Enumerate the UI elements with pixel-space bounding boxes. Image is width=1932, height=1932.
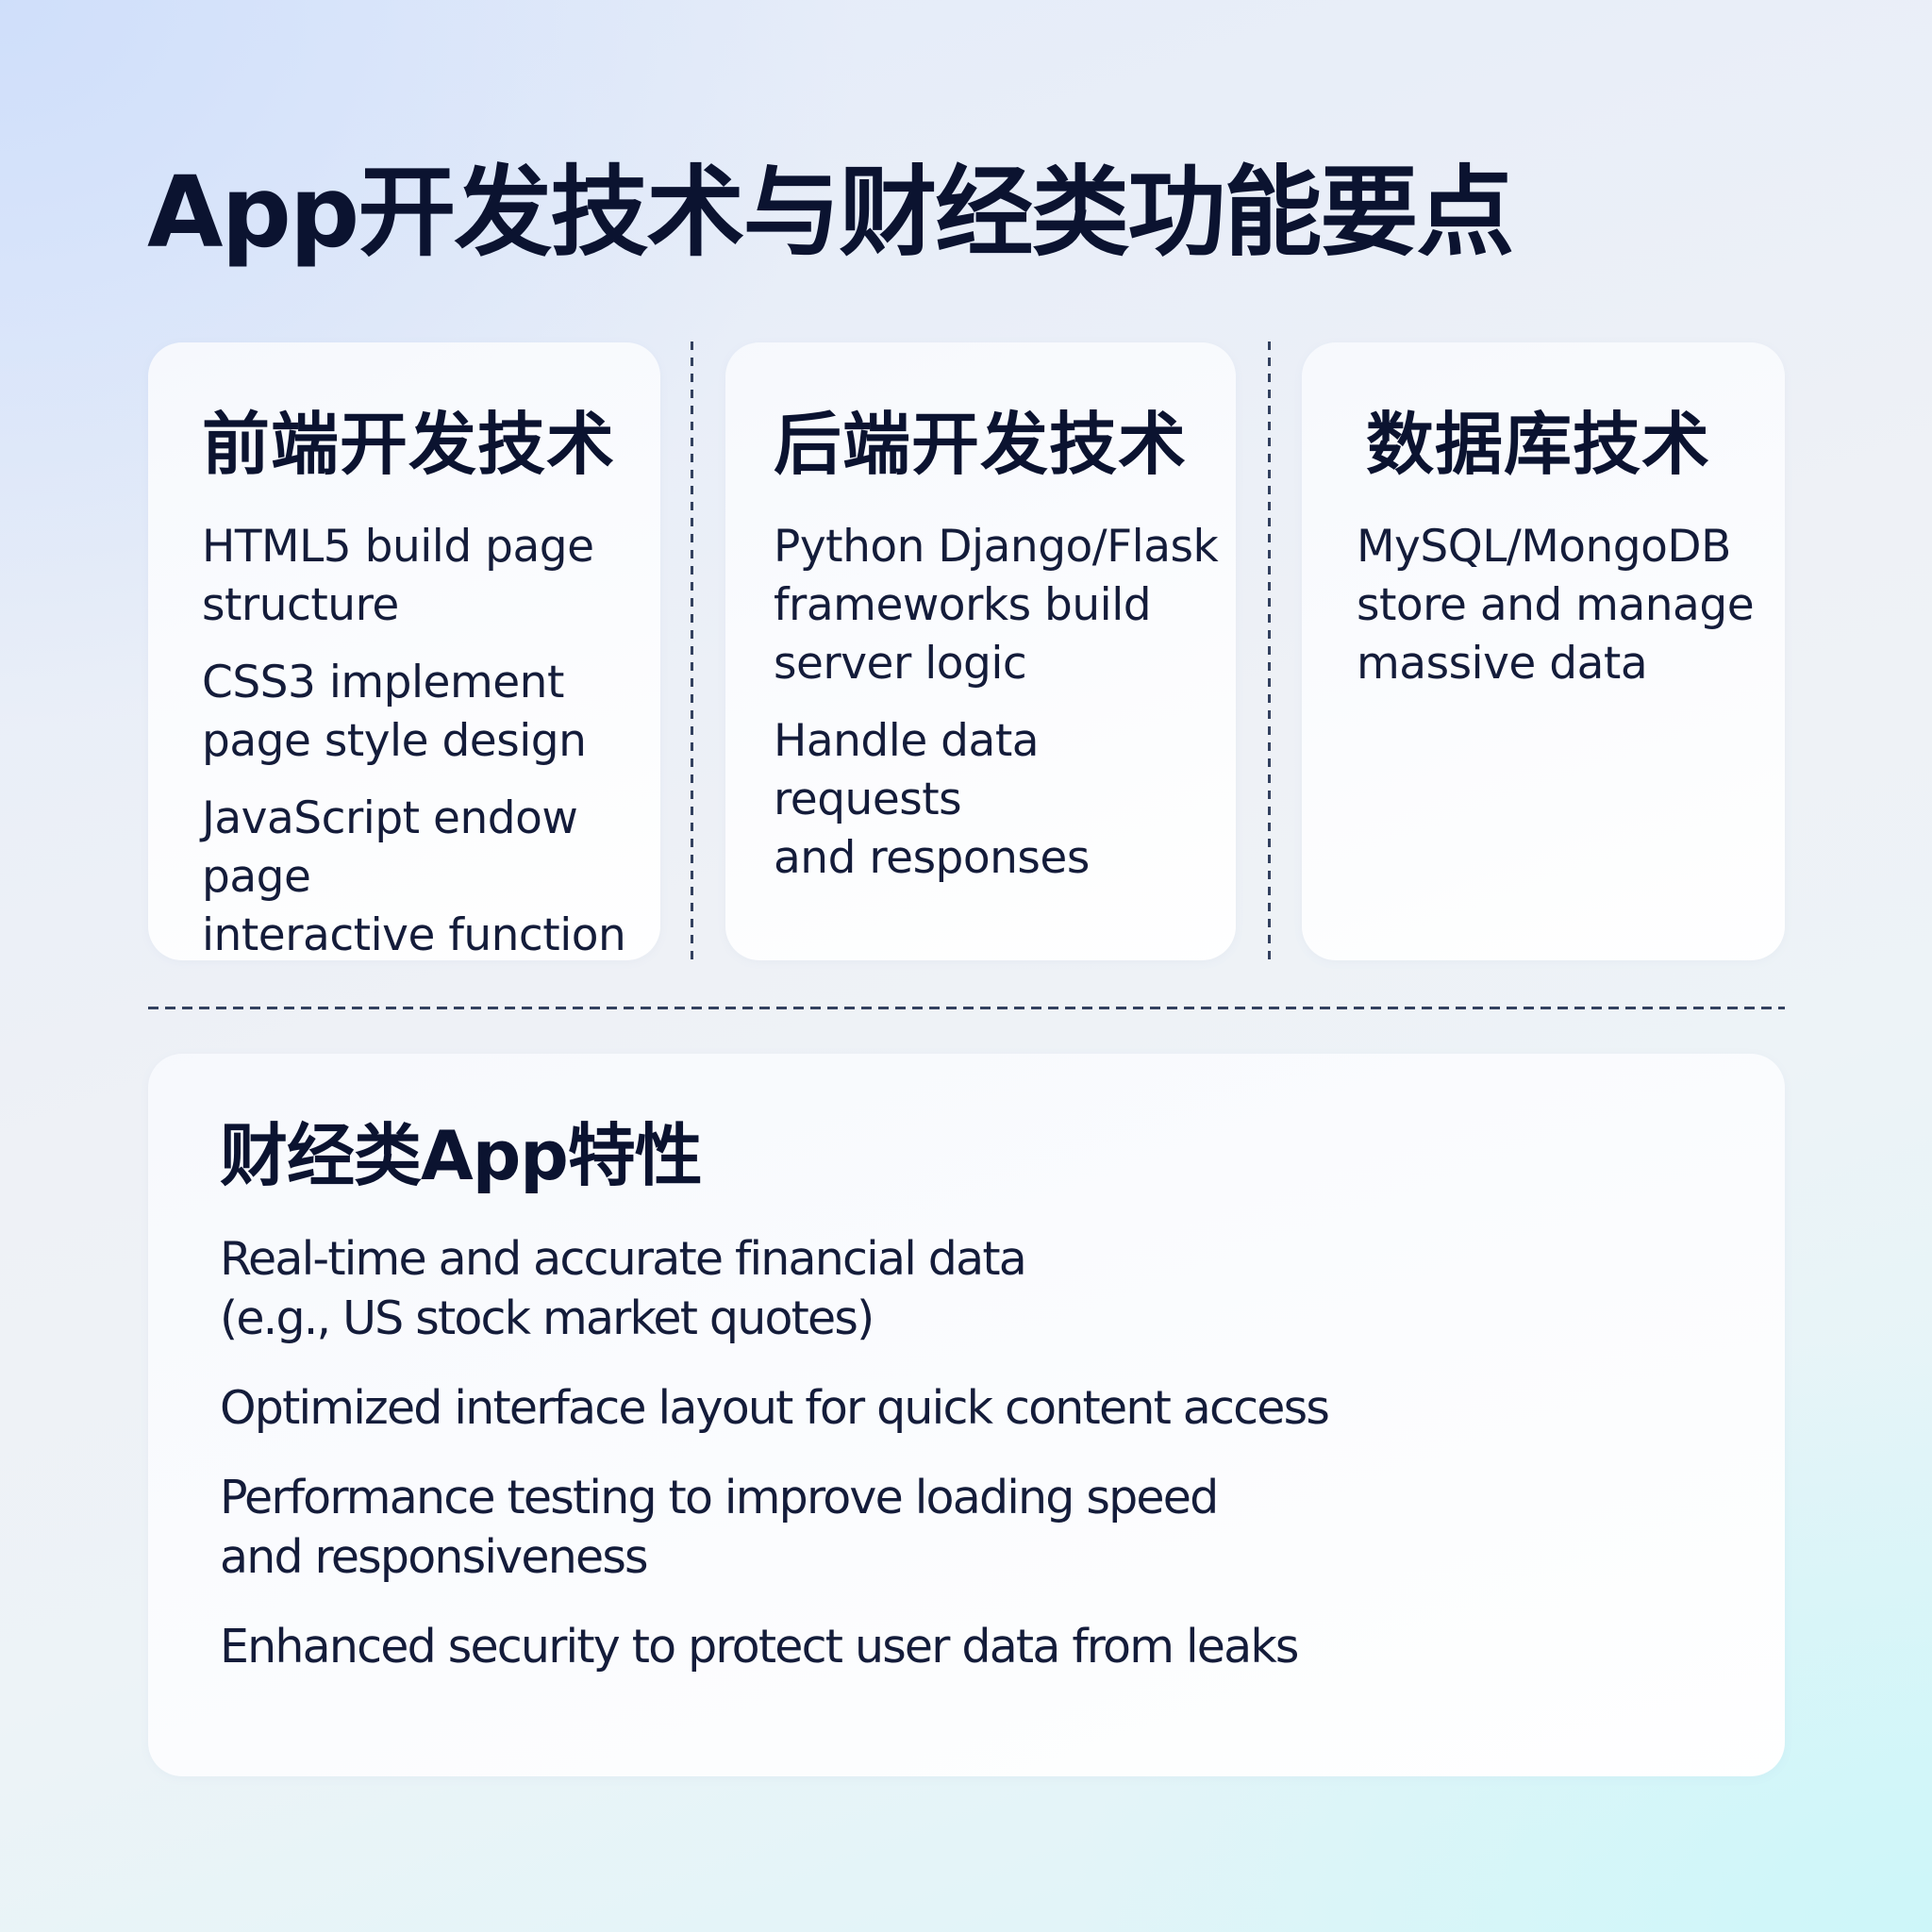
list-item: Real-time and accurate financial data (e… [220,1232,1027,1345]
list-item: Handle data requests and responses [774,715,1090,884]
list-item: CSS3 implement page style design [202,657,587,767]
vertical-dashed-divider [691,341,693,962]
list-item: Python Django/Flask frameworks build ser… [774,521,1219,690]
card-heading: 后端开发技术 [774,405,1188,484]
card-heading: 财经类App特性 [220,1116,703,1195]
card-backend-tech: 后端开发技术 Python Django/Flask frameworks bu… [725,342,1236,960]
vertical-dashed-divider [1268,341,1271,962]
card-heading: 数据库技术 [1366,405,1711,484]
list-item: JavaScript endow page interactive functi… [202,792,626,961]
horizontal-dashed-divider [148,1007,1785,1009]
card-frontend-tech: 前端开发技术 HTML5 build page structure CSS3 i… [148,342,660,961]
list-item: Enhanced security to protect user data f… [220,1620,1299,1674]
list-item: HTML5 build page structure [202,521,594,631]
card-database-tech: 数据库技术 MySQL/MongoDB store and manage mas… [1302,342,1785,960]
list-item: Performance testing to improve loading s… [220,1471,1219,1584]
item-list: MySQL/MongoDB store and manage massive d… [1357,518,1772,712]
list-item: Optimized interface layout for quick con… [220,1381,1330,1435]
item-list: Python Django/Flask frameworks build ser… [774,518,1236,907]
page-title: App开发技术与财经类功能要点 [147,155,1514,270]
card-heading: 前端开发技术 [202,405,616,484]
card-finance-app-features: 财经类App特性 Real-time and accurate financia… [148,1054,1785,1776]
list-item: MySQL/MongoDB store and manage massive d… [1357,521,1755,690]
item-list: HTML5 build page structure CSS3 implemen… [202,518,692,984]
item-list: Real-time and accurate financial data (e… [220,1229,1541,1707]
